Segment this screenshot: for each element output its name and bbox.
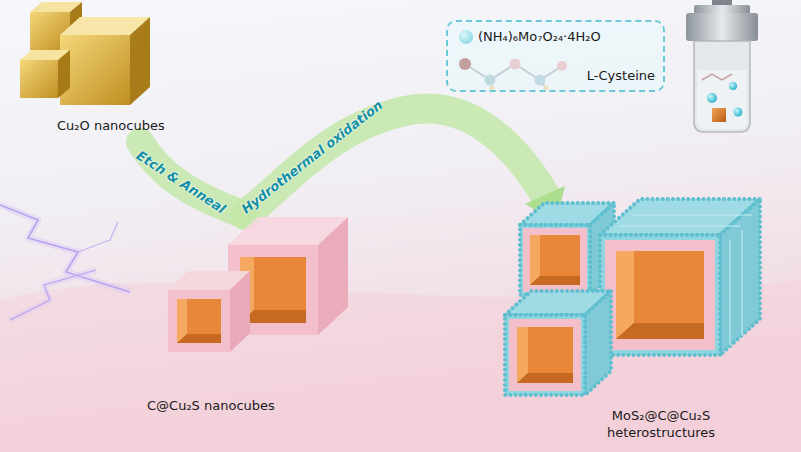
sample-label: Cu₂O nanocubes (57, 117, 165, 134)
molecule-name: L-Cysteine (587, 68, 655, 83)
cu2o-cubes (20, 2, 150, 105)
sample-label: C@Cu₂S nanocubes (147, 397, 275, 414)
step-label: Hydrothermal oxidation (238, 97, 386, 218)
c-cu2s-cubes (168, 217, 348, 352)
autoclave (686, 0, 758, 132)
lightning (0, 205, 130, 320)
step-label: Etch & Anneal (133, 147, 229, 217)
sample-label: MoS₂@C@Cu₂S heterostructures (598, 407, 724, 441)
reagent-name: (NH₄)₆Mo₇O₂₄·4H₂O (478, 29, 601, 44)
reagent-box: (NH₄)₆Mo₇O₂₄·4H₂O L-Cysteine (446, 20, 665, 92)
mos2-heterostructures (505, 199, 760, 395)
